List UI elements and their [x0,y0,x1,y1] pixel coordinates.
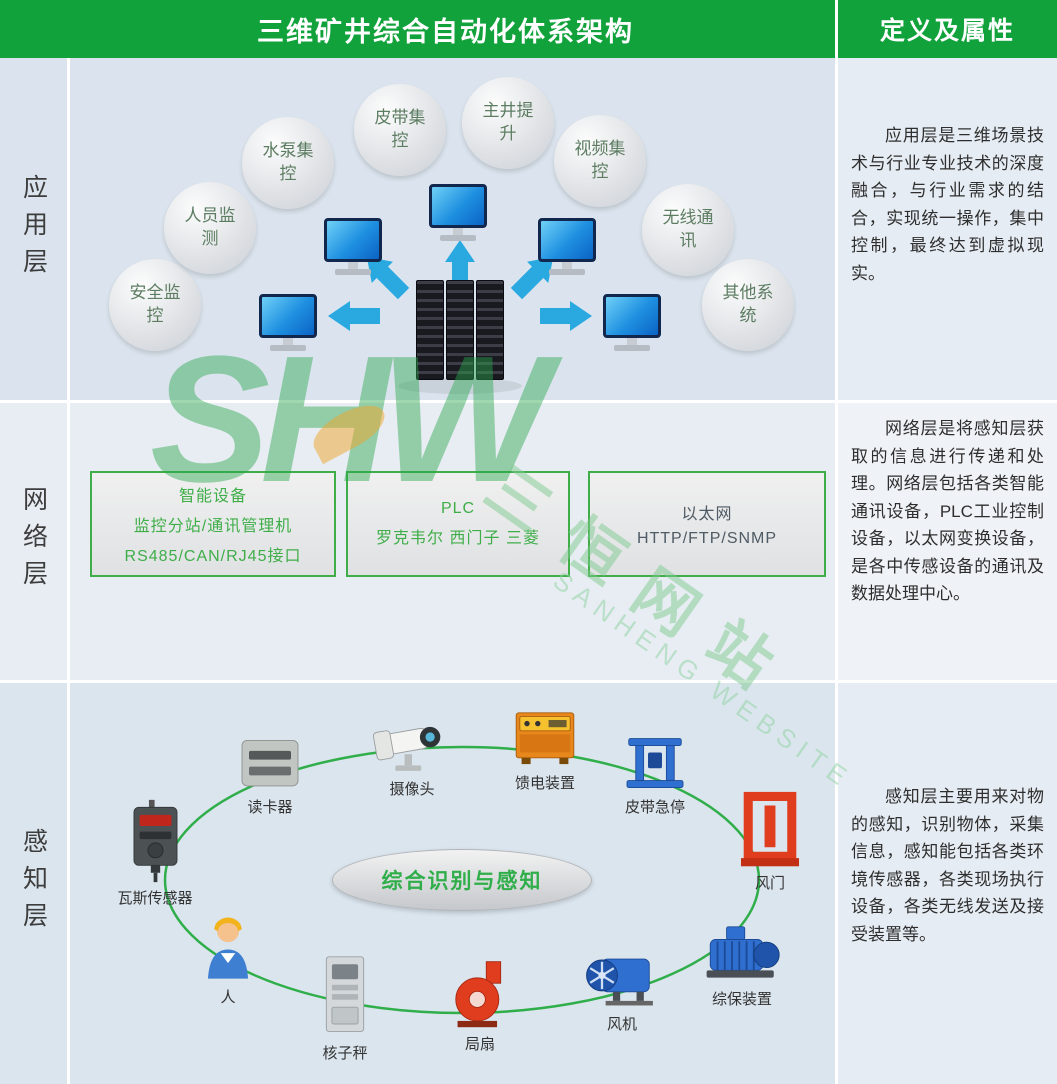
arrow-up-icon [445,240,475,292]
device-label: 风门 [754,875,785,892]
protection-unit-icon [706,926,780,978]
server-shadow [398,378,522,394]
device-belt-stop: 皮带急停 [620,733,690,817]
network-layer-info: 网络层是将感知层获取的信息进行传递和处理。网络层包括各类智能通讯设备，PLC工业… [838,403,1057,680]
bubble-security-monitoring: 安全监控 [109,259,201,351]
network-box-line: HTTP/FTP/SNMP [636,530,778,547]
network-layer-row: 网络层 智能设备 监控分站/通讯管理机 RS485/CAN/RJ45接口 PLC… [0,400,1057,680]
device-gas-sensor: 瓦斯传感器 [117,798,193,908]
device-air-door: 风门 [737,791,803,893]
perception-center-label: 综合识别与感知 [332,849,592,911]
device-card-reader: 读卡器 [235,735,305,817]
bubble-wireless-comm: 无线通讯 [642,184,734,276]
monitor-icon [324,218,382,275]
network-box-line: RS485/CAN/RJ45接口 [124,548,302,565]
camera-icon [373,726,441,771]
monitor-icon [259,294,317,351]
application-layer-label-col: 应用层 [0,58,70,400]
fan-icon [586,958,653,1006]
network-layer-description: 网络层是将感知层获取的信息进行传递和处理。网络层包括各类智能通讯设备，PLC工业… [851,419,1044,604]
monitor-icon [429,184,487,241]
device-label: 风机 [606,1016,637,1033]
perception-layer-info: 感知层主要用来对物的感知，识别物体，采集信息，感知能包括各类环境传感器，各类现场… [838,683,1057,1084]
device-camera: 摄像头 [373,713,451,799]
device-label: 局扇 [464,1036,495,1053]
application-layer-main: 安全监控 人员监测 水泵集控 皮带集控 主井提升 视频集控 无线通讯 其他系统 [70,58,838,400]
bubble-other-systems: 其他系统 [702,259,794,351]
device-person: 人 [197,905,259,1007]
server-rack-icon [416,280,504,380]
nuclear-scale-icon [325,956,365,1032]
device-fan: 风机 [582,950,662,1034]
network-box-smart-devices: 智能设备 监控分站/通讯管理机 RS485/CAN/RJ45接口 [90,471,336,577]
arrow-left-icon [328,301,380,331]
application-layer-row: 应用层 安全监控 人员监测 水泵集控 皮带集控 主井提升 视频集控 无线通讯 其… [0,58,1057,400]
network-box-line: 以太网 [681,506,733,523]
person-icon [207,917,249,979]
perception-layer-label-col: 感知层 [0,683,70,1084]
bubble-main-shaft-hoist: 主井提升 [462,77,554,169]
arrow-up-right-icon [510,256,554,300]
bubble-personnel-monitoring: 人员监测 [164,182,256,274]
feeder-switch-icon [515,712,575,765]
belt-emergency-stop-icon [626,738,684,788]
device-nuclear-scale: 核子秤 [317,953,373,1063]
arrows-graphic [328,240,592,394]
device-local-fan: 局扇 [445,958,515,1054]
bubble-video-control: 视频集控 [554,115,646,207]
network-box-ethernet: 以太网 HTTP/FTP/SNMP [588,471,826,577]
application-layer-description: 应用层是三维场景技术与行业专业技术的深度融合，与行业需求的结合，实现统一操作，集… [851,126,1044,283]
perception-layer-row: 感知层 读卡器 [0,680,1057,1084]
arrow-right-icon [540,301,592,331]
device-label: 瓦斯传感器 [117,890,193,907]
network-box-line: 监控分站/通讯管理机 [133,518,293,535]
network-box-plc: PLC 罗克韦尔 西门子 三菱 [346,471,570,577]
application-layer-info: 应用层是三维场景技术与行业专业技术的深度融合，与行业需求的结合，实现统一操作，集… [838,58,1057,400]
layer-label-application: 应用层 [19,173,48,285]
device-protection-unit: 综保装置 [703,923,781,1009]
layer-label-network: 网络层 [19,486,48,597]
network-box-line: 智能设备 [178,488,247,505]
device-feeder: 馈电装置 [509,707,581,793]
local-fan-icon [455,961,502,1028]
gas-sensor-icon [133,799,177,883]
perception-layer-main: 读卡器 摄像头 [70,683,838,1084]
monitor-icon [603,294,661,351]
network-box-line: 罗克韦尔 西门子 三菱 [376,530,540,547]
network-layer-label-col: 网络层 [0,403,70,680]
page-title: 三维矿井综合自动化体系架构 [0,0,838,58]
header: 三维矿井综合自动化体系架构 定义及属性 [0,0,1057,58]
bubble-pump-control: 水泵集控 [242,117,334,209]
device-label: 核子秤 [322,1045,368,1062]
monitor-icon [538,218,596,275]
network-layer-main: 智能设备 监控分站/通讯管理机 RS485/CAN/RJ45接口 PLC 罗克韦… [70,403,838,680]
device-label: 人 [220,989,236,1006]
bubble-belt-control: 皮带集控 [354,84,446,176]
arrow-up-left-icon [366,256,410,300]
device-label: 馈电装置 [514,775,575,792]
device-label: 皮带急停 [624,799,685,816]
device-label: 摄像头 [389,781,435,798]
device-label: 读卡器 [247,799,293,816]
air-door-icon [740,791,800,867]
card-reader-icon [241,739,299,787]
perception-layer-description: 感知层主要用来对物的感知，识别物体，采集信息，感知能包括各类环境传感器，各类现场… [851,787,1044,944]
right-panel-title: 定义及属性 [838,0,1057,58]
network-box-line: PLC [440,500,476,517]
device-label: 综保装置 [711,991,772,1008]
layer-label-perception: 感知层 [19,828,48,939]
